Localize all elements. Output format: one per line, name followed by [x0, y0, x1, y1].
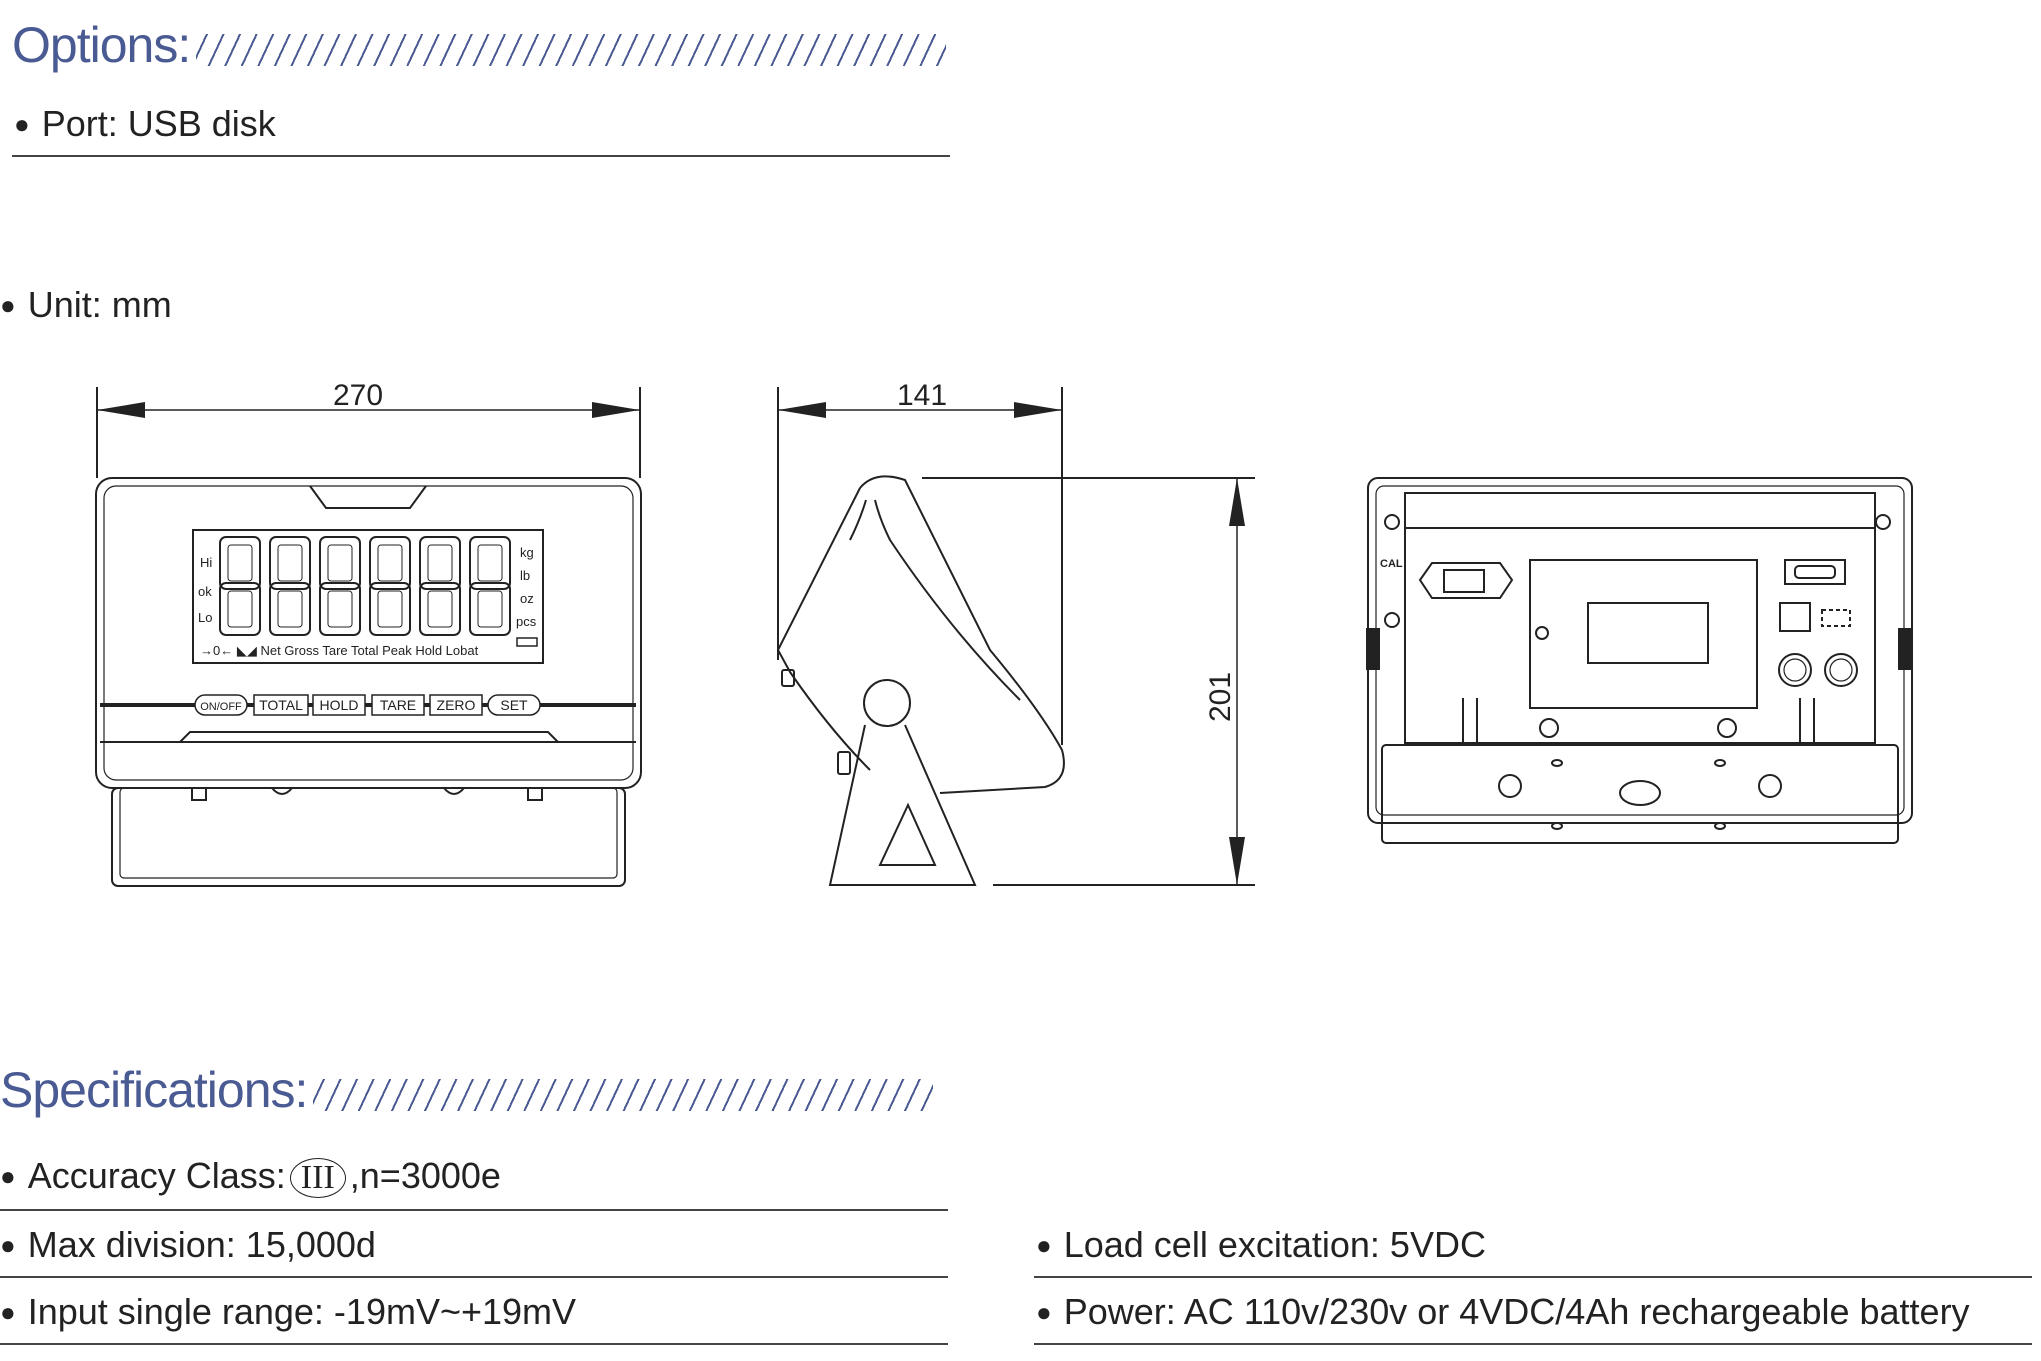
- bullet-icon: ●: [0, 1161, 16, 1191]
- indicator-hi: Hi: [200, 555, 212, 570]
- rear-bracket-left: [1366, 628, 1380, 670]
- spec-rule: [1034, 1276, 2032, 1278]
- power-item: ● Power: AC 110v/230v or 4VDC/4Ah recharg…: [1036, 1294, 1970, 1330]
- segment-digits: [219, 536, 511, 636]
- unit-oz: oz: [520, 591, 534, 606]
- height-dimension: 201: [1204, 672, 1237, 722]
- port-item: ● Port: USB disk: [14, 106, 276, 142]
- specifications-heading: Specifications:: [0, 1062, 934, 1118]
- spec-rule: [1034, 1343, 2032, 1345]
- load-cell-text: Load cell excitation: 5VDC: [1063, 1224, 1486, 1265]
- bullet-icon: ●: [0, 290, 16, 320]
- bullet-icon: ●: [0, 1297, 16, 1327]
- key-hold-label: HOLD: [320, 697, 359, 713]
- unit-lb: lb: [520, 568, 530, 583]
- key-hold: [312, 694, 366, 716]
- key-onoff-label: ON/OFF: [200, 701, 242, 713]
- spec-rule: [0, 1209, 948, 1211]
- accuracy-item: ● Accuracy Class:III,n=3000e: [0, 1158, 501, 1198]
- side-view: [776, 387, 1255, 886]
- status-row: →0← ◣◢ Net Gross Tare Total Peak Hold Lo…: [200, 643, 479, 658]
- arrow-icon: [1229, 837, 1245, 885]
- spec-rule: [0, 1276, 948, 1278]
- bullet-icon: ●: [1036, 1230, 1052, 1260]
- key-total-label: TOTAL: [259, 697, 303, 713]
- width-dimension: 270: [333, 379, 383, 412]
- key-set-label: SET: [500, 697, 528, 713]
- key-onoff: [194, 694, 248, 716]
- specifications-heading-text: Specifications:: [0, 1062, 308, 1118]
- bullet-icon: ●: [14, 109, 30, 139]
- load-cell-item: ● Load cell excitation: 5VDC: [1036, 1227, 1486, 1263]
- options-heading-text: Options:: [12, 17, 191, 73]
- port-text: Port: USB disk: [41, 103, 276, 144]
- unit-kg: kg: [520, 545, 534, 560]
- cal-label: CAL: [1380, 558, 1403, 570]
- key-zero: [429, 694, 483, 716]
- arrow-icon: [778, 402, 826, 418]
- rear-bracket-right: [1898, 628, 1912, 670]
- depth-dimension: 141: [897, 379, 947, 412]
- arrow-icon: [592, 402, 640, 418]
- arrow-icon: [1014, 402, 1062, 418]
- key-set: [487, 694, 541, 716]
- indicator-ok: ok: [198, 584, 212, 599]
- input-range-item: ● Input single range: -19mV~+19mV: [0, 1294, 576, 1330]
- battery-icon: [516, 637, 538, 647]
- input-range-text: Input single range: -19mV~+19mV: [27, 1291, 577, 1332]
- key-tare-label: TARE: [380, 697, 416, 713]
- front-view: [95, 477, 642, 887]
- accuracy-class-mark: III: [289, 1158, 346, 1198]
- bullet-icon: ●: [0, 1230, 16, 1260]
- port-rule: [12, 155, 950, 157]
- spec-rule: [0, 1343, 948, 1345]
- heading-hatch: [196, 34, 947, 66]
- dimension-drawings: 270 Hi ok Lo kg lb oz pcs: [95, 379, 1913, 887]
- accuracy-suffix: ,n=3000e: [349, 1155, 501, 1196]
- key-total: [253, 694, 309, 716]
- key-zero-label: ZERO: [437, 697, 476, 713]
- arrow-icon: [97, 402, 145, 418]
- heading-hatch: [313, 1079, 934, 1111]
- unit-text: Unit: mm: [27, 284, 172, 325]
- power-text: Power: AC 110v/230v or 4VDC/4Ah recharge…: [1063, 1291, 1970, 1332]
- key-tare: [371, 694, 425, 716]
- options-heading: Options:: [12, 17, 947, 73]
- max-division-text: Max division: 15,000d: [27, 1224, 376, 1265]
- max-division-item: ● Max division: 15,000d: [0, 1227, 376, 1263]
- arrow-icon: [1229, 478, 1245, 526]
- unit-item: ● Unit: mm: [0, 287, 172, 323]
- rear-view: [1367, 477, 1913, 844]
- indicator-lo: Lo: [198, 610, 212, 625]
- bullet-icon: ●: [1036, 1297, 1052, 1327]
- accuracy-prefix: Accuracy Class:: [27, 1155, 286, 1196]
- unit-pcs: pcs: [516, 614, 537, 629]
